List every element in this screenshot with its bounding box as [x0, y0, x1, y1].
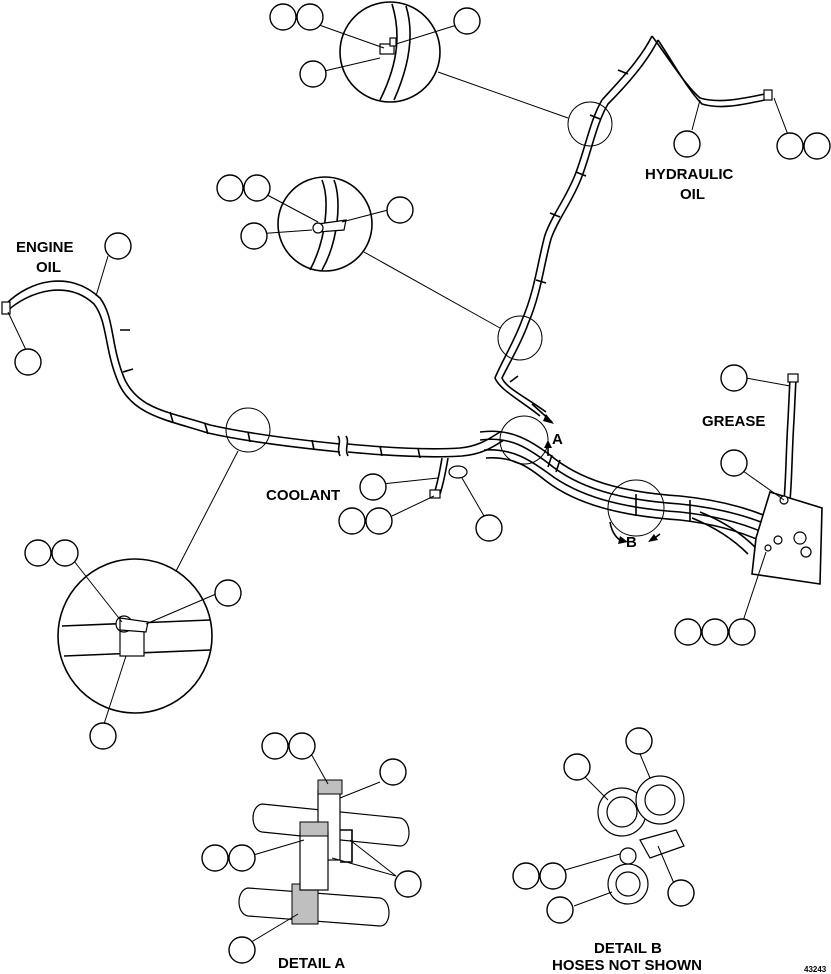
magnifier-hydraulic-upper [339, 1, 613, 147]
engine-oil-label-line2: OIL [36, 259, 61, 276]
coolant-hose [429, 457, 468, 499]
magnifier-view-b [607, 479, 665, 537]
detail-b-drawing [597, 775, 685, 905]
view-b-label: B [626, 534, 637, 551]
detail-b-caption-line1: DETAIL B [594, 940, 662, 957]
hose-bundle [479, 430, 791, 555]
grease-line [783, 373, 799, 501]
view-a-label: A [552, 431, 563, 448]
view-arrows [531, 403, 661, 544]
callout-bubbles [14, 3, 831, 964]
detail-b-caption-line2: HOSES NOT SHOWN [552, 957, 702, 974]
coolant-label: COOLANT [266, 487, 340, 504]
detail-a-drawing [238, 779, 410, 927]
figure-number: 43243 [804, 965, 827, 974]
callout-leaders [7, 19, 791, 945]
engine-oil-label-line1: ENGINE [16, 239, 74, 256]
grease-label: GREASE [702, 413, 765, 430]
hydraulic-oil-label-line2: OIL [680, 186, 705, 203]
bulkhead-plate [751, 490, 823, 585]
magnifier-engine-oil [57, 407, 271, 714]
magnifier-hydraulic-lower [277, 176, 543, 361]
detail-a-caption: DETAIL A [278, 955, 345, 972]
hydraulic-oil-hose [494, 35, 773, 417]
magnifier-view-a [499, 415, 549, 465]
hydraulic-oil-label-line1: HYDRAULIC [645, 166, 733, 183]
engine-oil-hose [1, 280, 505, 459]
